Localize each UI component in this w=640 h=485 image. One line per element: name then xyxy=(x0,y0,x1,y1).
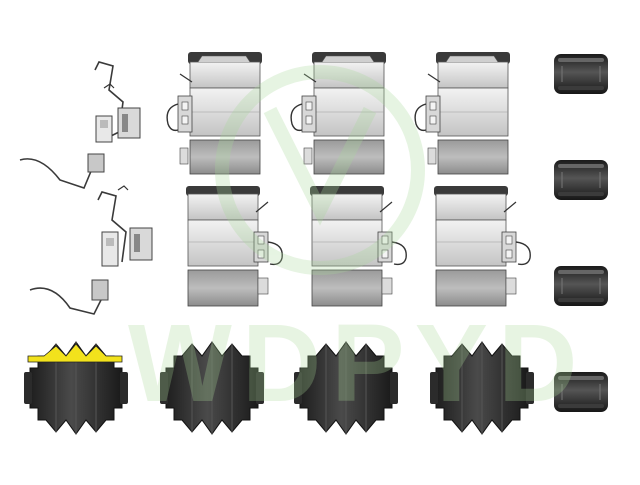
bushing-sleeve-icon xyxy=(553,159,609,201)
watermark-logo-icon xyxy=(215,65,425,275)
guide-bracket-icon xyxy=(414,51,511,175)
bushing-sleeve-icon xyxy=(553,371,609,413)
guide-bracket-icon xyxy=(433,185,531,307)
spring-clip-icon xyxy=(29,185,153,315)
spring-clip-icon xyxy=(19,61,141,189)
dust-boot-icon xyxy=(293,341,399,435)
bushing-sleeve-icon xyxy=(553,265,609,307)
dust-boot-icon xyxy=(429,341,535,435)
bushing-sleeve-icon xyxy=(553,53,609,95)
dust-boot-icon xyxy=(159,341,265,435)
dust-boot-icon xyxy=(23,341,129,435)
